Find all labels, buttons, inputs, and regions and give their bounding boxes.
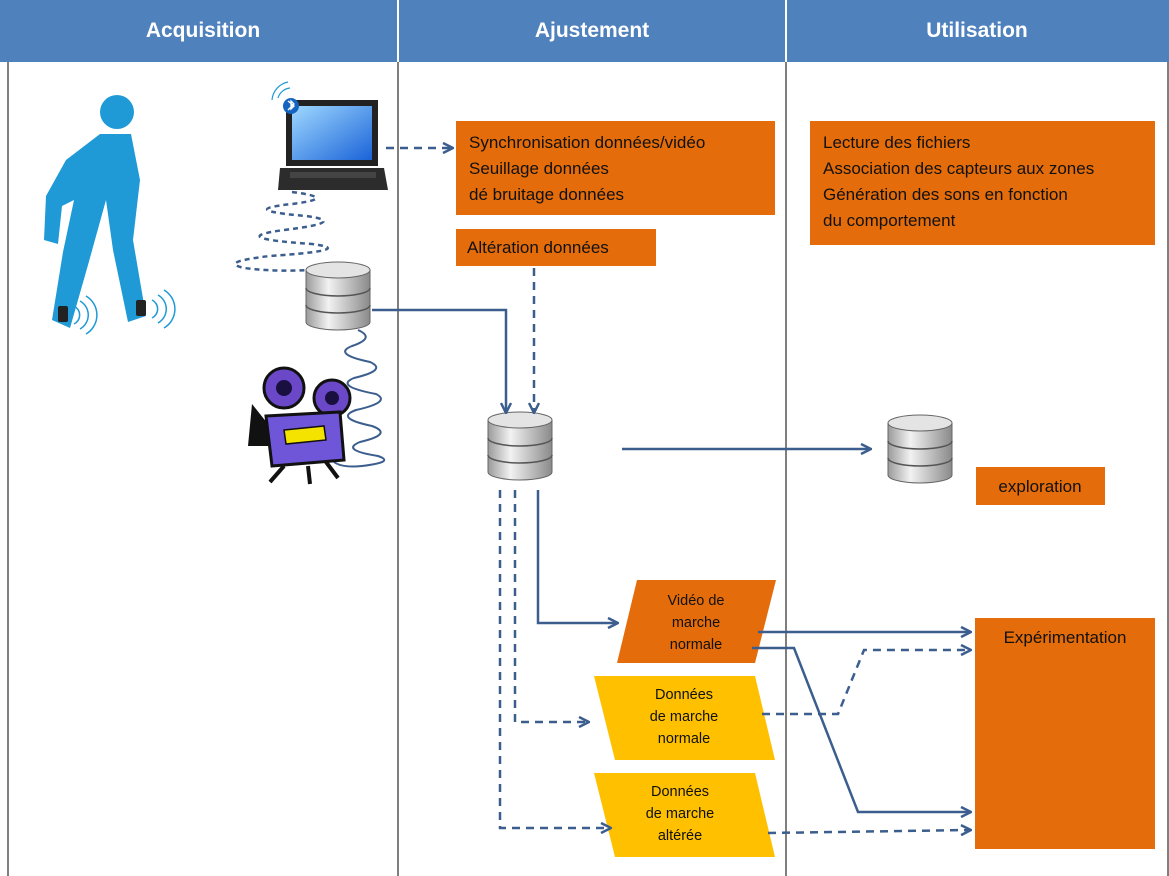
video-output-line-3: normale — [670, 637, 722, 653]
preprocessing-line-1: Synchronisation données/vidéo — [469, 133, 705, 152]
arrow-altered-data-to-experimentation — [767, 830, 970, 833]
column-header-ajustement: Ajustement — [535, 19, 649, 42]
usage-line-3: Génération des sons en fonction — [823, 185, 1068, 204]
arrow-to-altered-data — [498, 490, 610, 828]
column-header-utilisation: Utilisation — [926, 19, 1028, 42]
video-output-line-2: marche — [672, 615, 720, 631]
usage-box — [810, 121, 1155, 245]
bluetooth-icon — [271, 81, 299, 114]
usage-line-2: Association des capteurs aux zones — [823, 159, 1094, 178]
video-output-shape — [617, 580, 776, 663]
walking-person-icon — [44, 95, 176, 335]
usage-line-4: du comportement — [823, 211, 956, 230]
video-output-line-1: Vidéo de — [668, 593, 725, 609]
usage-line-1: Lecture des fichiers — [823, 133, 970, 152]
laptop-icon — [271, 81, 388, 190]
camera-cable — [333, 329, 386, 468]
normal-data-line-1: Données — [655, 687, 713, 703]
preprocessing-box — [456, 121, 775, 215]
arrow-normal-data-to-experimentation — [762, 650, 970, 716]
alteration-box — [456, 229, 656, 266]
altered-data-line-2: de marche — [646, 806, 715, 822]
arrow-database-to-central-database — [372, 308, 506, 412]
experimentation-label: Expérimentation — [1004, 628, 1127, 647]
column-header-acquisition: Acquisition — [146, 19, 260, 42]
arrow-to-normal-data — [513, 490, 588, 722]
normal-data-line-3: normale — [658, 731, 710, 747]
sensor-icon — [58, 295, 98, 335]
header-band — [0, 0, 1169, 62]
arrow-to-video-output — [536, 490, 617, 623]
preprocessing-line-3: dé bruitage données — [469, 185, 624, 204]
video-camera-icon — [248, 366, 352, 485]
altered-data-line-3: altérée — [658, 828, 702, 844]
exploration-label: exploration — [998, 477, 1081, 496]
normal-data-output-shape — [594, 676, 775, 760]
wireless-link — [234, 190, 329, 272]
experimentation-box — [975, 618, 1155, 849]
altered-data-line-1: Données — [651, 784, 709, 800]
alteration-label: Altération données — [467, 238, 609, 257]
exploration-box — [976, 467, 1105, 505]
arrow-video-to-experimentation-lower — [752, 646, 970, 812]
database-icon — [887, 414, 953, 484]
preprocessing-line-2: Seuillage données — [469, 159, 609, 178]
database-icon — [305, 261, 371, 331]
normal-data-line-2: de marche — [650, 709, 719, 725]
database-icon — [487, 411, 553, 481]
altered-data-output-shape — [594, 773, 775, 857]
sensor-icon — [136, 289, 176, 329]
